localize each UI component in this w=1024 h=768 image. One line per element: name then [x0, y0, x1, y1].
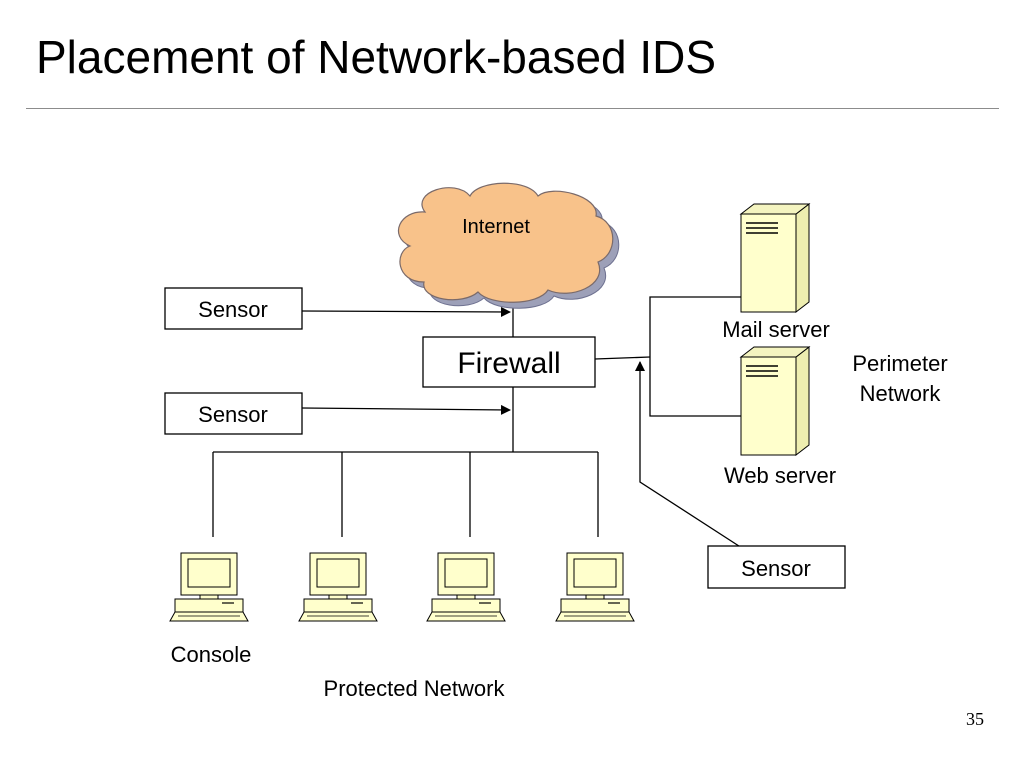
sensor-arrow-outside — [301, 306, 511, 317]
slide-title: Placement of Network-based IDS — [36, 31, 717, 83]
sensor-arrows — [301, 306, 743, 549]
sensor-perimeter: Sensor — [707, 545, 846, 589]
cloud-icon — [397, 182, 614, 303]
computer-icon — [555, 552, 635, 622]
sensor-perimeter-label: Sensor — [741, 556, 811, 581]
firewall-box: Firewall — [422, 336, 596, 388]
internet-label: Internet — [462, 216, 530, 238]
computer-icon — [298, 552, 378, 622]
title-divider — [26, 108, 999, 109]
connection-lines — [212, 296, 742, 537]
sensor-outside: Sensor — [164, 287, 303, 330]
console-computer-icon — [169, 552, 249, 622]
perimeter-label-line1: Perimeter — [852, 351, 947, 376]
firewall-label: Firewall — [457, 347, 560, 380]
sensor-arrow-inside — [301, 404, 511, 415]
computer-icon — [426, 552, 506, 622]
mail-server-icon — [740, 203, 810, 313]
console-label: Console — [171, 642, 252, 667]
sensor-outside-label: Sensor — [198, 297, 268, 322]
page-number: 35 — [966, 709, 984, 729]
perimeter-bus — [649, 296, 742, 417]
perimeter-label-line2: Network — [860, 381, 942, 406]
sensor-inside: Sensor — [164, 392, 303, 435]
protected-network-label: Protected Network — [324, 676, 506, 701]
internet-cloud: Internet — [397, 182, 620, 309]
mail-server-label: Mail server — [722, 317, 830, 342]
sensor-inside-label: Sensor — [198, 402, 268, 427]
web-server-label: Web server — [724, 463, 836, 488]
firewall-perimeter-link — [594, 356, 651, 360]
sensor-arrow-perimeter — [635, 361, 743, 549]
web-server-icon — [740, 346, 810, 456]
